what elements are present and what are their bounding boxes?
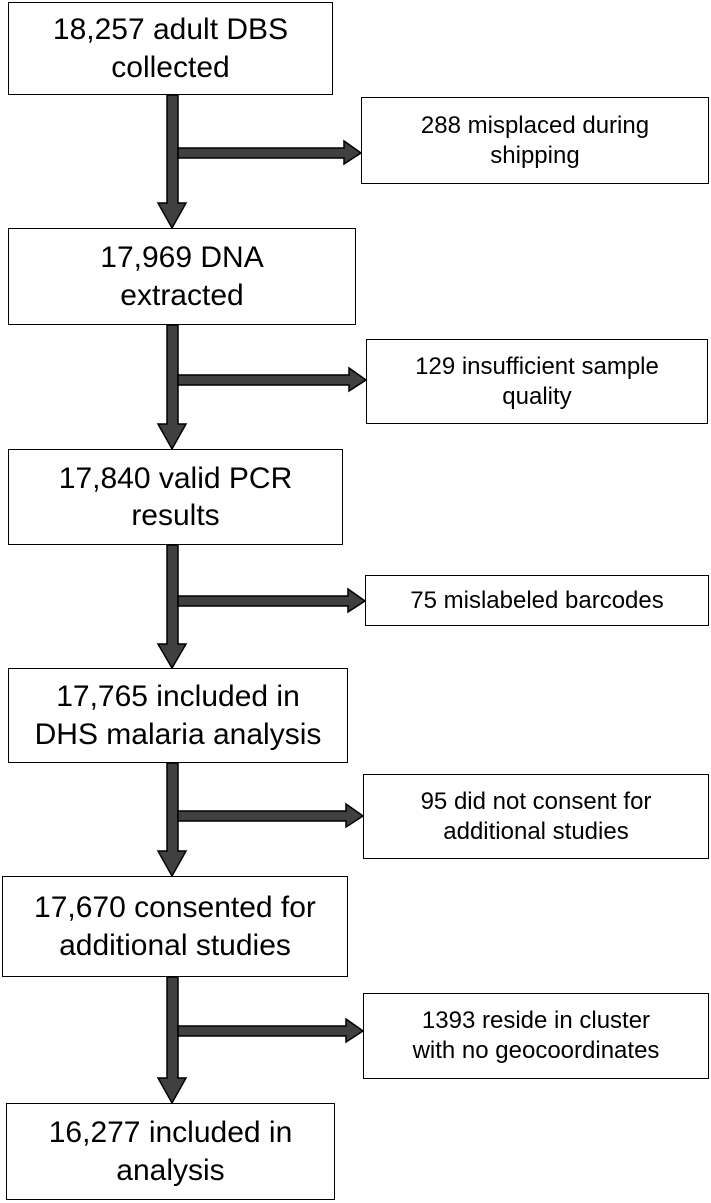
step-box-1: 18,257 adult DBS collected [8,2,333,95]
exclusion-text-5: 1393 reside in cluster with no geocoordi… [412,1007,660,1064]
step-text-5: 17,670 consented for additional studies [34,891,316,962]
side-arrow-3 [177,587,367,614]
step-text-4: 17,765 included in DHS malaria analysis [34,680,322,751]
side-arrow-2 [177,366,368,393]
exclusion-text-2: 129 insufficient sample quality [415,352,659,410]
exclusion-box-3: 75 mislabeled barcodes [365,575,709,626]
down-arrow-4 [156,762,188,878]
exclusion-box-1: 288 misplaced during shipping [361,97,709,184]
exclusion-text-1: 288 misplaced during shipping [420,111,650,169]
step-box-4: 17,765 included in DHS malaria analysis [8,668,348,763]
step-box-6: 16,277 included in analysis [6,1103,335,1200]
exclusion-box-5: 1393 reside in cluster with no geocoordi… [363,993,709,1079]
step-box-5: 17,670 consented for additional studies [2,876,348,977]
step-box-3: 17,840 valid PCR results [8,449,343,545]
step-box-2: 17,969 DNA extracted [8,228,356,325]
down-arrow-2 [156,324,188,451]
side-arrow-1 [177,139,363,166]
side-arrow-4 [177,802,365,829]
exclusion-box-4: 95 did not consent for additional studie… [363,774,709,859]
exclusion-box-2: 129 insufficient sample quality [366,339,708,424]
down-arrow-3 [156,544,188,670]
exclusion-text-4: 95 did not consent for additional studie… [420,787,652,845]
down-arrow-5 [156,976,188,1105]
step-text-3: 17,840 valid PCR results [58,461,293,533]
exclusion-text-3: 75 mislabeled barcodes [410,586,664,614]
step-text-1: 18,257 adult DBS collected [52,13,289,84]
step-text-2: 17,969 DNA extracted [100,241,264,312]
down-arrow-1 [156,94,188,230]
step-text-6: 16,277 included in analysis [48,1116,293,1187]
side-arrow-5 [177,1017,365,1044]
